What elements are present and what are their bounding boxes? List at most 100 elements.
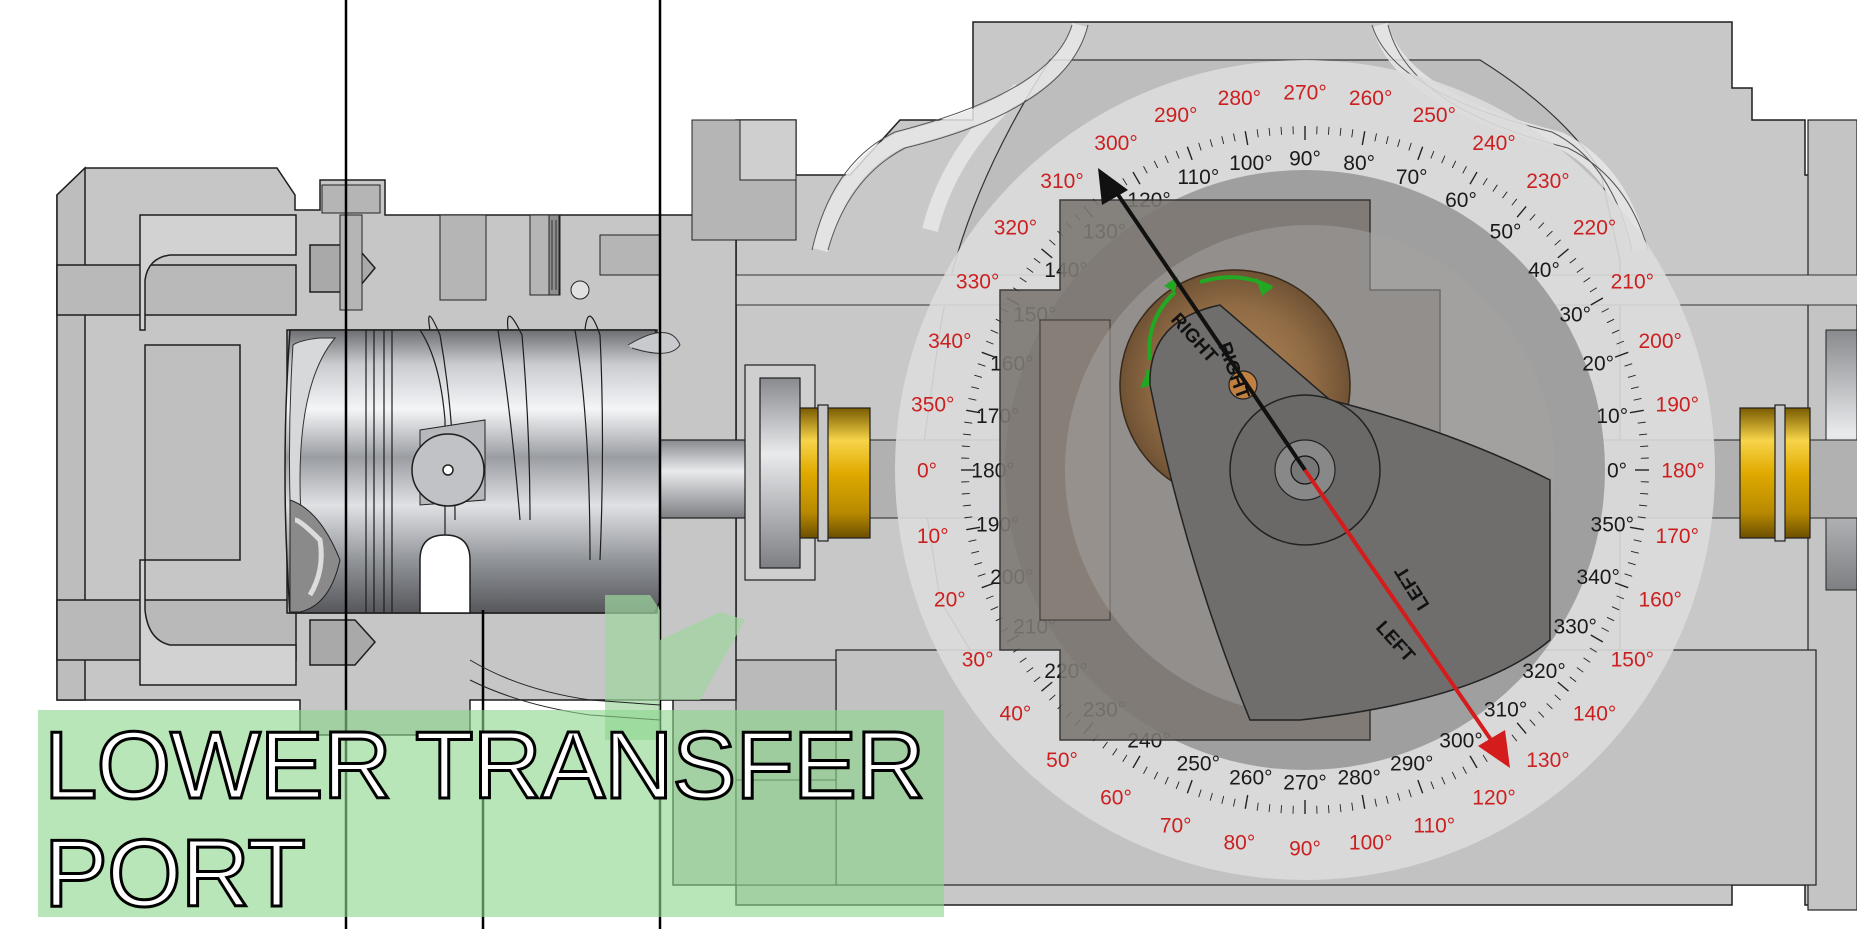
dial-tick bbox=[1538, 711, 1545, 718]
dial-inner-label: 80° bbox=[1343, 152, 1375, 175]
dial-inner-label: 50° bbox=[1490, 220, 1522, 243]
dial-inner-label: 100° bbox=[1229, 152, 1272, 175]
dial-outer-label: 350° bbox=[911, 394, 954, 417]
dial-inner-label: 300° bbox=[1439, 730, 1482, 753]
dial-outer-label: 200° bbox=[1638, 330, 1681, 353]
dial-tick bbox=[966, 526, 981, 531]
dial-tick bbox=[1153, 771, 1159, 780]
dial-tick bbox=[1408, 142, 1412, 151]
caption-line-1: LOWER TRANSFER bbox=[42, 712, 926, 819]
dial-tick bbox=[1221, 136, 1225, 145]
dial-tick bbox=[981, 582, 996, 589]
dial-tick bbox=[1122, 178, 1128, 186]
caption-line-2: PORT bbox=[43, 820, 308, 927]
dial-tick bbox=[1557, 248, 1569, 259]
dial-tick bbox=[1244, 794, 1249, 809]
dial-outer-label: 340° bbox=[928, 330, 971, 353]
dial-tick bbox=[1546, 703, 1553, 710]
dial-outer-label: 180° bbox=[1661, 459, 1704, 482]
dial-tick bbox=[1606, 616, 1615, 622]
dial-tick bbox=[1611, 606, 1620, 611]
dial-tick bbox=[1033, 676, 1041, 683]
dial-tick bbox=[1469, 171, 1478, 185]
dial-tick bbox=[1198, 142, 1202, 151]
dial-outer-label: 80° bbox=[1223, 832, 1255, 855]
dial-tick bbox=[1630, 550, 1639, 554]
dial-inner-label: 60° bbox=[1445, 189, 1477, 212]
dial-tick bbox=[1339, 127, 1342, 136]
dial-inner-label: 110° bbox=[1177, 166, 1219, 189]
dial-tick bbox=[1516, 206, 1527, 218]
dial-tick bbox=[1616, 340, 1625, 345]
dial-tick bbox=[1244, 131, 1249, 146]
dial-tick bbox=[1639, 433, 1648, 436]
dial-tick bbox=[1614, 582, 1629, 589]
dial-tick bbox=[1280, 805, 1283, 814]
dial-tick bbox=[977, 573, 986, 577]
dial-tick bbox=[1590, 634, 1604, 643]
dial-tick bbox=[1627, 374, 1636, 378]
dial-outer-label: 170° bbox=[1656, 525, 1699, 548]
dial-tick bbox=[962, 433, 971, 436]
crankshaft-right bbox=[1739, 404, 1811, 542]
dial-tick bbox=[1361, 131, 1366, 146]
dial-tick bbox=[974, 562, 983, 566]
dial-tick bbox=[1041, 681, 1053, 692]
dial-outer-label: 110° bbox=[1413, 815, 1455, 838]
dial-tick bbox=[1583, 657, 1591, 663]
dial-tick bbox=[1026, 267, 1034, 273]
dial-outer-label: 290° bbox=[1154, 104, 1197, 127]
dial-tick bbox=[1233, 798, 1236, 807]
dial-tick bbox=[1611, 329, 1620, 334]
dial-outer-label: 40° bbox=[1000, 702, 1032, 725]
dial-ticks bbox=[961, 126, 1649, 814]
spark-plug-icon bbox=[548, 214, 590, 300]
dial-tick bbox=[1589, 647, 1597, 653]
dial-tick bbox=[990, 606, 999, 611]
dial-tick bbox=[1640, 492, 1649, 495]
dial-tick bbox=[981, 351, 996, 358]
dial-tick bbox=[1633, 539, 1642, 542]
dial-tick bbox=[1374, 133, 1377, 142]
dial-tick bbox=[1143, 766, 1148, 774]
dial-outer-label: 260° bbox=[1349, 87, 1392, 110]
dial-tick bbox=[1186, 146, 1193, 161]
dial-inner-label: 70° bbox=[1396, 166, 1428, 189]
dial-tick bbox=[985, 595, 994, 600]
dial-inner-label: 40° bbox=[1528, 259, 1560, 282]
dial-inner-label: 310° bbox=[1484, 698, 1527, 721]
dial-tick bbox=[1351, 802, 1354, 811]
dial-outer-label: 50° bbox=[1046, 749, 1078, 772]
dial-outer-label: 130° bbox=[1526, 749, 1569, 772]
dial-tick bbox=[1198, 789, 1202, 798]
dial-tick bbox=[1280, 126, 1283, 135]
dial-tick bbox=[1209, 139, 1213, 148]
dial-tick bbox=[964, 516, 973, 519]
dial-tick bbox=[1256, 802, 1259, 811]
dial-tick bbox=[1153, 160, 1159, 169]
dial-tick bbox=[1606, 318, 1615, 324]
dial-tick bbox=[1502, 191, 1508, 199]
dial-inner-label: 90° bbox=[1289, 147, 1321, 170]
dial-outer-label: 160° bbox=[1638, 589, 1681, 612]
dial-outer-label: 300° bbox=[1094, 132, 1137, 155]
dial-tick bbox=[1033, 257, 1041, 264]
dial-tick bbox=[968, 539, 977, 542]
dial-tick bbox=[1430, 150, 1435, 159]
dial-outer-label: 250° bbox=[1413, 104, 1456, 127]
dial-tick bbox=[966, 409, 981, 414]
dial-inner-label: 20° bbox=[1582, 353, 1614, 376]
dial-tick bbox=[1583, 277, 1591, 283]
dial-tick bbox=[1256, 129, 1259, 138]
dial-tick bbox=[1441, 155, 1446, 164]
dial-tick bbox=[1374, 798, 1377, 807]
dial-tick bbox=[1590, 297, 1604, 306]
dial-tick bbox=[1529, 719, 1536, 726]
dial-inner-label: 260° bbox=[1229, 767, 1272, 790]
dial-tick bbox=[1186, 779, 1193, 794]
dial-outer-label: 210° bbox=[1611, 270, 1654, 293]
dial-tick bbox=[1327, 805, 1330, 814]
dial-tick bbox=[1397, 792, 1401, 801]
dial-outer-label: 280° bbox=[1218, 87, 1261, 110]
